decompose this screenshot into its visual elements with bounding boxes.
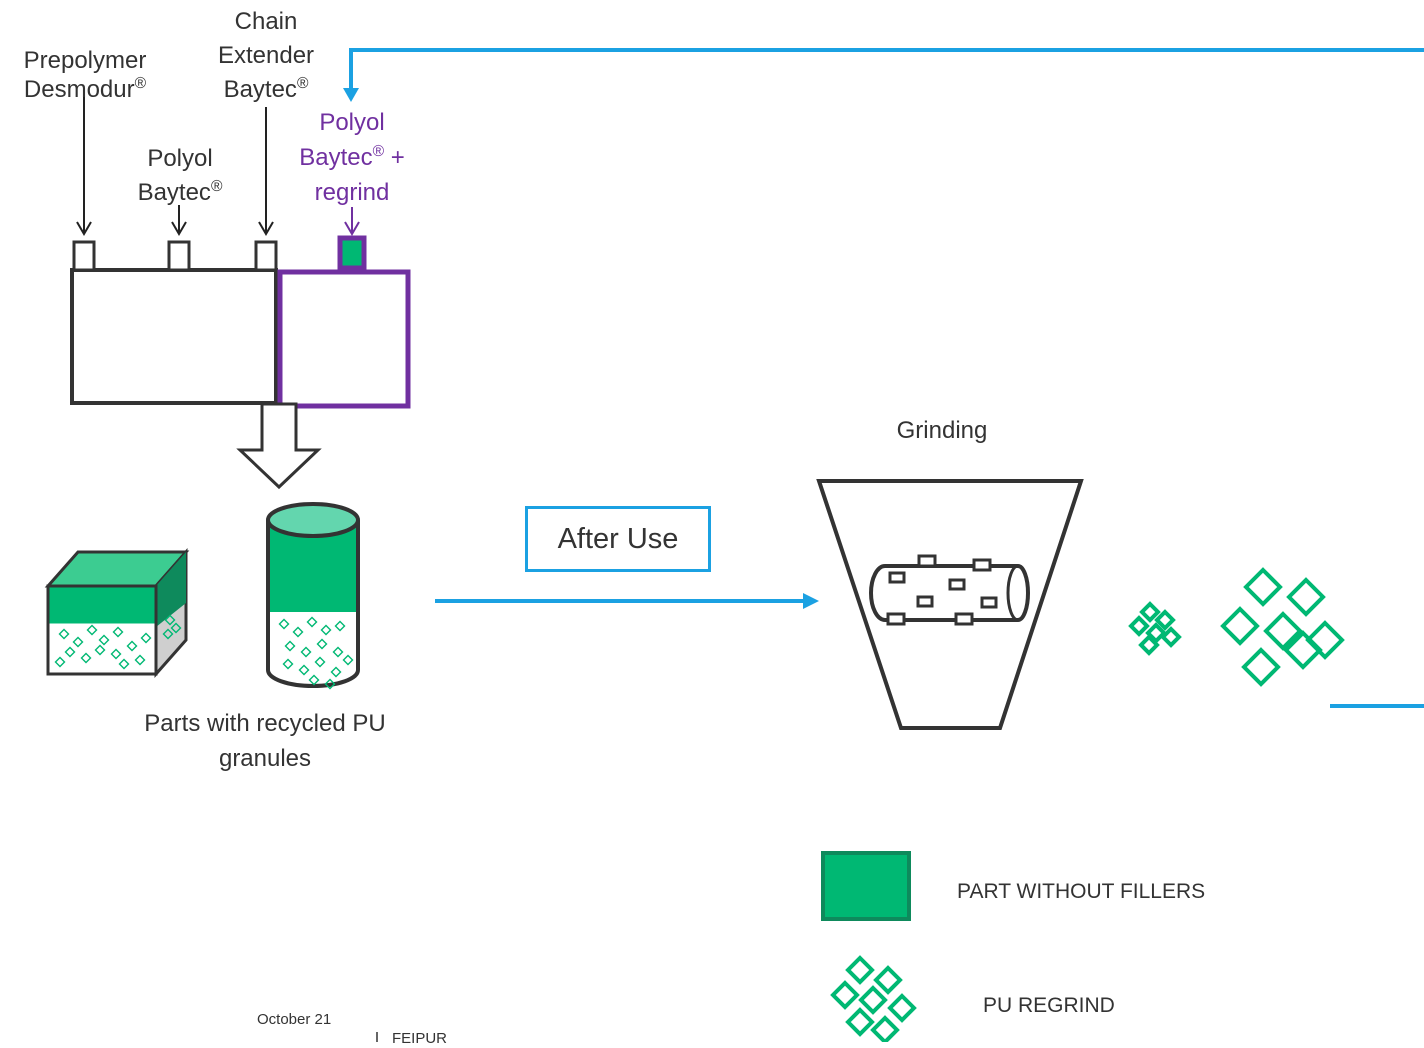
granule bbox=[282, 658, 294, 670]
regrind-granules-large bbox=[1220, 567, 1345, 687]
polyol-regrind-line3: regrind bbox=[314, 179, 390, 206]
granule bbox=[118, 658, 130, 670]
granule bbox=[308, 674, 320, 686]
granule bbox=[870, 1015, 900, 1042]
regrind-granules-small bbox=[1128, 601, 1182, 656]
granule bbox=[94, 644, 106, 656]
granule bbox=[1286, 577, 1326, 617]
legend-pu-regrind-label: PU REGRIND bbox=[983, 994, 1115, 1017]
polyol-line2: Baytec bbox=[137, 179, 211, 206]
polyol-regrind-line1: Polyol bbox=[319, 109, 385, 136]
granule bbox=[58, 628, 70, 640]
granule bbox=[292, 626, 304, 638]
granule bbox=[300, 646, 312, 658]
legend-part-without-fillers-label: PART WITHOUT FILLERS bbox=[957, 880, 1206, 903]
granule bbox=[72, 636, 84, 648]
granule bbox=[887, 993, 917, 1023]
granule bbox=[1139, 601, 1161, 623]
grinder-icon bbox=[816, 479, 1084, 730]
granule bbox=[845, 955, 875, 985]
polyol-regrind-label: Polyol Baytec® + regrind bbox=[272, 105, 432, 210]
granule bbox=[54, 656, 66, 668]
prepolymer-line2: Desmodur bbox=[23, 75, 135, 103]
granule bbox=[1145, 622, 1167, 644]
registered-mark: ® bbox=[210, 178, 223, 195]
granule bbox=[858, 985, 888, 1015]
regrind-tank bbox=[277, 235, 411, 409]
granule bbox=[162, 628, 174, 640]
granule bbox=[306, 616, 318, 628]
granule bbox=[86, 624, 98, 636]
legend-regrind-icon bbox=[830, 955, 917, 1042]
legend-part-swatch bbox=[821, 851, 911, 921]
recycle-loop-arrow bbox=[343, 48, 1424, 708]
granule bbox=[830, 980, 860, 1010]
granule bbox=[278, 618, 290, 630]
footer-date: October 21 bbox=[257, 1011, 332, 1028]
after-use-text: After Use bbox=[557, 522, 679, 555]
granule bbox=[1220, 606, 1260, 646]
prepolymer-label: Prepolymer Desmodur® bbox=[2, 47, 168, 105]
granule bbox=[1243, 567, 1283, 607]
granule bbox=[1138, 634, 1160, 656]
polyol-label: Polyol Baytec® bbox=[110, 142, 250, 210]
chain-extender-line2: Extender bbox=[217, 42, 315, 69]
cylinder-part-icon bbox=[266, 502, 360, 690]
parts-label: Parts with recycled PU granules bbox=[100, 706, 430, 776]
granule bbox=[1128, 615, 1150, 637]
input-arrows bbox=[76, 97, 274, 236]
granule bbox=[330, 666, 342, 678]
granule bbox=[332, 646, 344, 658]
polyol-regrind-line2: Baytec bbox=[299, 144, 373, 171]
granule bbox=[1263, 611, 1303, 651]
granule bbox=[320, 624, 332, 636]
prepolymer-line1: Prepolymer bbox=[23, 47, 147, 74]
granule bbox=[334, 620, 346, 632]
mixing-tank bbox=[70, 240, 278, 405]
granule bbox=[1305, 620, 1345, 660]
registered-mark: ® bbox=[134, 74, 147, 92]
granule bbox=[164, 614, 176, 626]
granule bbox=[845, 1007, 875, 1037]
granule bbox=[314, 656, 326, 668]
granule bbox=[134, 654, 146, 666]
granule bbox=[112, 626, 124, 638]
grinding-label: Grinding bbox=[896, 417, 988, 444]
granule bbox=[170, 622, 182, 634]
regrind-input-arrow bbox=[344, 207, 360, 236]
parts-label-line1: Parts with recycled PU bbox=[144, 710, 386, 737]
granule bbox=[126, 640, 138, 652]
polyol-regrind-plus: + bbox=[384, 144, 405, 171]
parts-label-line2: granules bbox=[218, 745, 312, 772]
granule bbox=[284, 640, 296, 652]
granule bbox=[873, 965, 903, 995]
granule bbox=[110, 648, 122, 660]
granule bbox=[1154, 609, 1176, 631]
granule bbox=[316, 638, 328, 650]
chain-extender-line3: Baytec bbox=[223, 76, 297, 103]
cube-part-icon bbox=[44, 548, 190, 678]
output-arrow bbox=[236, 402, 322, 490]
granule bbox=[1283, 630, 1323, 670]
registered-mark: ® bbox=[296, 75, 309, 92]
granule bbox=[342, 654, 354, 666]
footer-org: FEIPUR bbox=[392, 1030, 448, 1047]
granule bbox=[1160, 626, 1182, 648]
polyol-line1: Polyol bbox=[147, 145, 213, 172]
chain-extender-line1: Chain bbox=[234, 8, 298, 35]
granule bbox=[1241, 647, 1281, 687]
granule bbox=[80, 652, 92, 664]
after-use-box: After Use bbox=[525, 506, 711, 572]
granule bbox=[324, 678, 336, 690]
granule bbox=[140, 632, 152, 644]
registered-mark: ® bbox=[372, 143, 385, 160]
granule bbox=[98, 634, 110, 646]
chain-extender-label: Chain Extender Baytec® bbox=[196, 5, 336, 107]
granule bbox=[64, 646, 76, 658]
granule bbox=[298, 664, 310, 676]
